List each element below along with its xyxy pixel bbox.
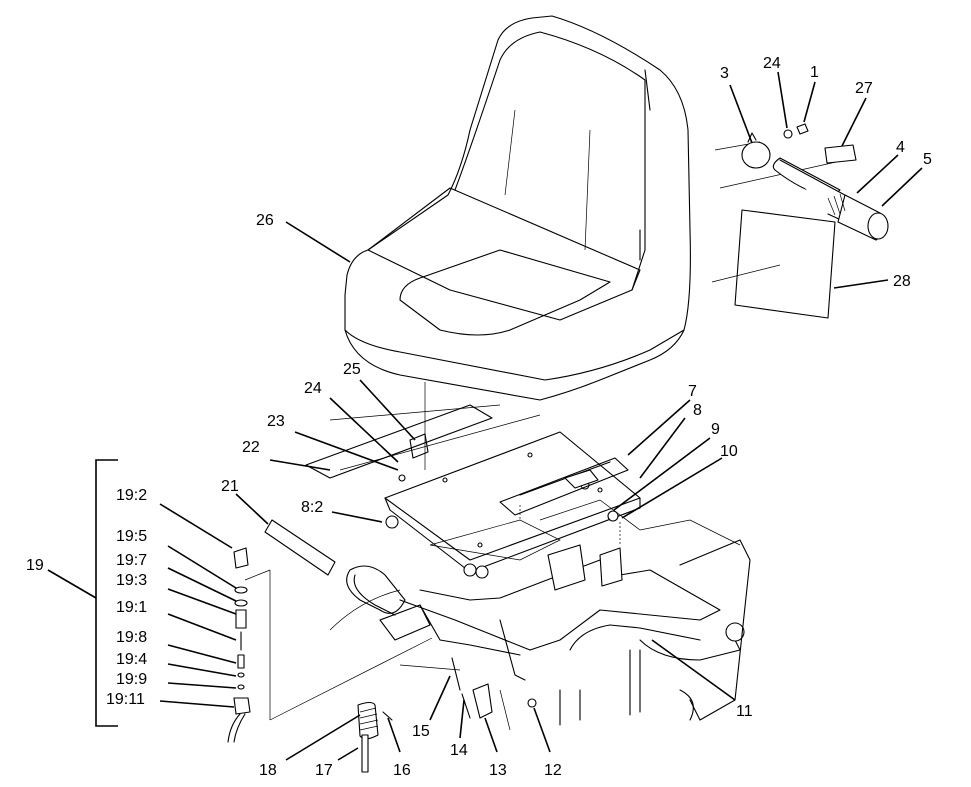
callout-27: 27 bbox=[855, 80, 873, 97]
callout-28: 28 bbox=[893, 273, 911, 290]
callout-21: 21 bbox=[221, 478, 239, 495]
callout-19-7: 19:7 bbox=[116, 552, 147, 569]
callout-19-5: 19:5 bbox=[116, 528, 147, 545]
callout-4: 4 bbox=[896, 139, 905, 156]
callout-22: 22 bbox=[242, 439, 260, 456]
callout-3: 3 bbox=[720, 65, 729, 82]
callout-11: 11 bbox=[736, 703, 753, 720]
callout-9: 9 bbox=[711, 421, 720, 438]
callout-14: 14 bbox=[450, 742, 468, 759]
callout-5: 5 bbox=[923, 151, 932, 168]
callout-19-2: 19:2 bbox=[116, 487, 147, 504]
callout-19-4: 19:4 bbox=[116, 651, 147, 668]
group-bracket bbox=[95, 459, 118, 727]
callout-26: 26 bbox=[256, 212, 274, 229]
callout-19-8: 19:8 bbox=[116, 629, 147, 646]
seat-mounting-plate bbox=[305, 382, 641, 579]
callout-16: 16 bbox=[393, 762, 411, 779]
callout-19-11: 19:11 bbox=[106, 691, 145, 708]
leader-lines bbox=[159, 71, 923, 761]
callout-23: 23 bbox=[267, 413, 285, 430]
seat-cushion bbox=[344, 15, 691, 401]
small-hardware bbox=[357, 657, 537, 773]
callout-24-top: 24 bbox=[763, 55, 781, 72]
spring-tube-assembly bbox=[714, 123, 889, 241]
callout-15: 15 bbox=[412, 723, 430, 740]
callout-25: 25 bbox=[343, 361, 361, 378]
callout-8-2: 8:2 bbox=[301, 499, 323, 516]
callout-19-9: 19:9 bbox=[116, 671, 147, 688]
callout-17: 17 bbox=[315, 762, 333, 779]
callout-7: 7 bbox=[688, 383, 697, 400]
frame-and-lever bbox=[264, 499, 751, 731]
grease-fitting-assembly bbox=[227, 547, 433, 743]
callout-24-mid: 24 bbox=[304, 380, 322, 397]
callout-18: 18 bbox=[259, 762, 277, 779]
callout-8: 8 bbox=[693, 402, 702, 419]
callout-19: 19 bbox=[26, 557, 44, 574]
callout-12: 12 bbox=[544, 762, 562, 779]
callout-labels: 1 3 24 27 4 5 26 28 25 24 23 22 7 8 9 10… bbox=[26, 55, 932, 779]
callout-1: 1 bbox=[810, 64, 819, 81]
decal-panel bbox=[711, 209, 836, 319]
callout-13: 13 bbox=[489, 762, 507, 779]
callout-19-3: 19:3 bbox=[116, 572, 147, 589]
callout-10: 10 bbox=[720, 443, 738, 460]
callout-19-1: 19:1 bbox=[116, 599, 147, 616]
